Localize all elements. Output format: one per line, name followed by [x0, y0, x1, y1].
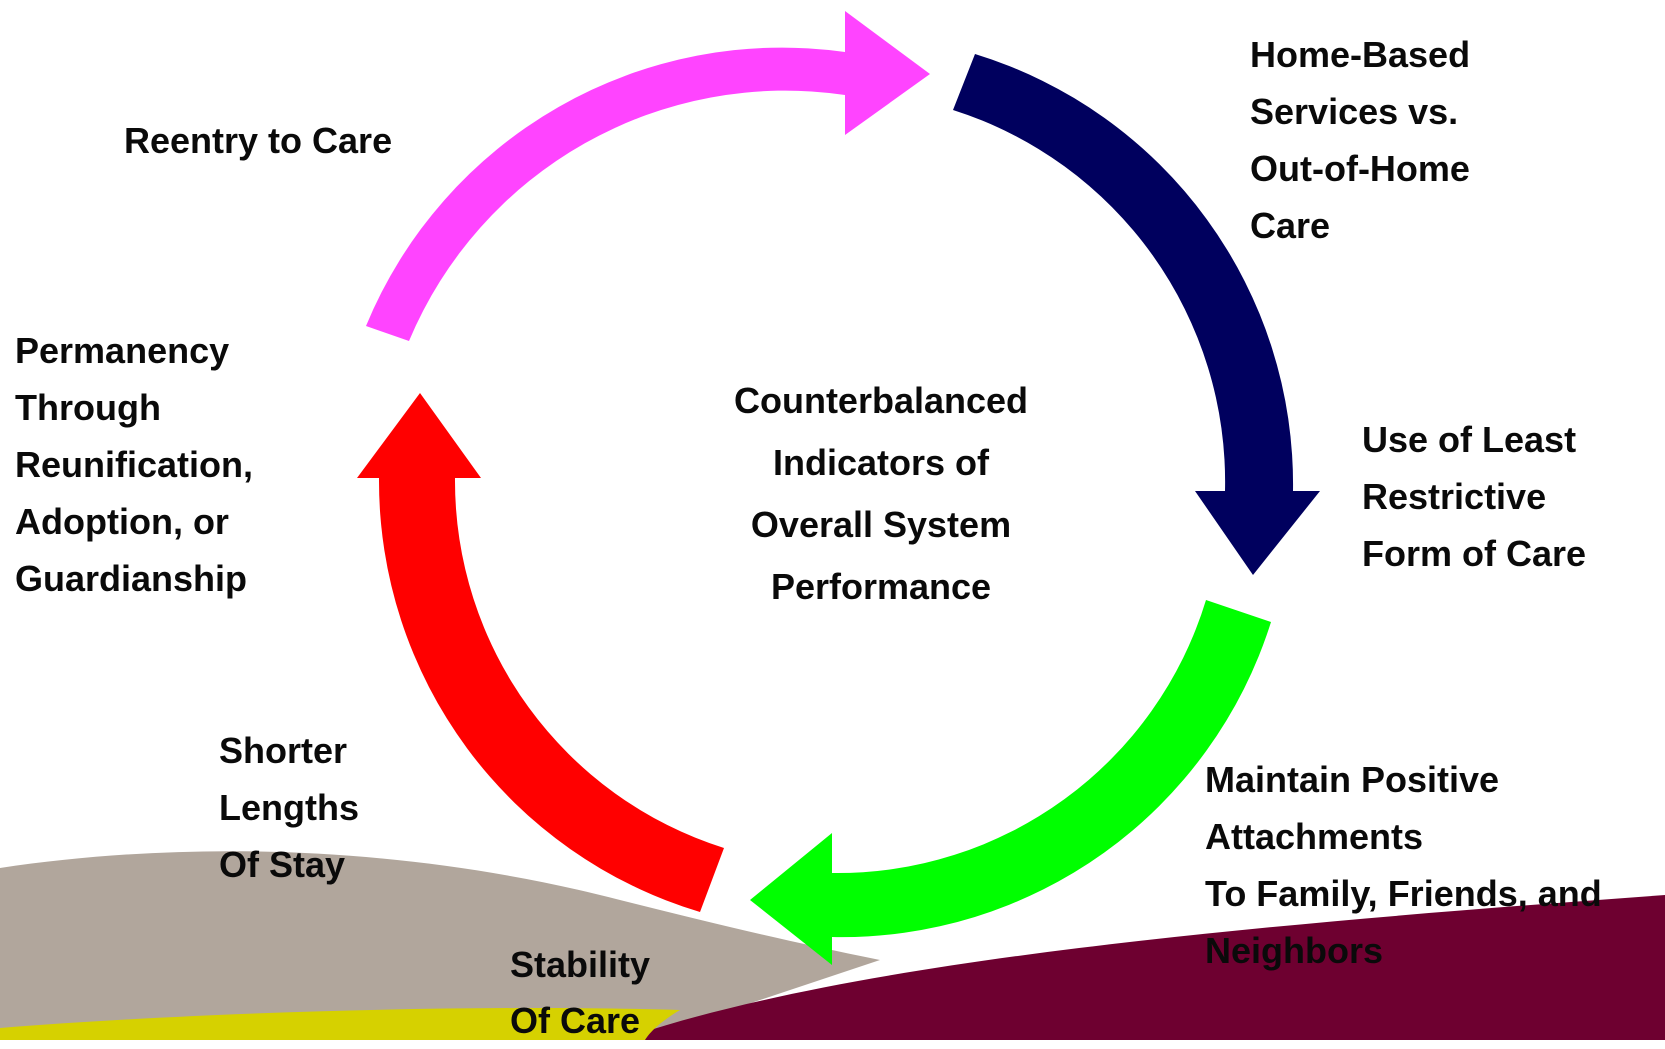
footer-wave-gray — [0, 851, 880, 1040]
label-line: Stability — [510, 944, 651, 985]
arrow-reentry-to-care — [366, 11, 930, 341]
label-home-based-services: Home-Based Services vs. Out-of-Home Care — [1250, 26, 1470, 254]
label-line: Use of Least — [1362, 419, 1577, 460]
label-shorter-lengths-of-stay: Shorter Lengths Of Stay — [219, 722, 359, 893]
arrow-home-based-services — [953, 54, 1320, 575]
label-stability-of-care: Stability Of Care — [510, 937, 650, 1049]
label-least-restrictive-care: Use of Least Restrictive Form of Care — [1362, 411, 1586, 582]
label-permanency: Permanency Through Reunification, Adopti… — [15, 322, 253, 607]
label-line: Services vs. — [1250, 91, 1459, 132]
label-line: Home-Based — [1250, 34, 1471, 75]
label-line: Guardianship — [15, 558, 248, 599]
center-title-line: Counterbalanced — [733, 380, 1029, 421]
label-line: Adoption, or — [15, 501, 229, 542]
label-line: Reunification, — [15, 444, 254, 485]
label-line: Maintain Positive — [1205, 759, 1500, 800]
label-line: Form of Care — [1362, 533, 1587, 574]
center-title-line: Performance — [770, 566, 992, 607]
arrow-maintain-attachments — [750, 600, 1271, 965]
footer-wave-maroon — [620, 895, 1665, 1040]
footer-wave-yellow — [0, 1008, 680, 1040]
label-line: Restrictive — [1362, 476, 1547, 517]
label-reentry-to-care: Reentry to Care — [124, 112, 392, 169]
center-title-line: Indicators of — [772, 442, 990, 483]
label-line: Of Stay — [219, 844, 346, 885]
arrow-shorter-lengths-of-stay — [357, 393, 724, 912]
label-line: Care — [1250, 205, 1331, 246]
label-line: Reentry to Care — [124, 120, 393, 161]
label-line: Shorter — [219, 730, 348, 771]
label-line: Permanency — [15, 330, 230, 371]
label-line: Of Care — [510, 1000, 641, 1041]
label-line: Lengths — [219, 787, 359, 828]
label-line: To Family, Friends, and — [1205, 873, 1602, 914]
label-line: Out-of-Home — [1250, 148, 1470, 189]
label-line: Through — [15, 387, 161, 428]
center-title: Counterbalanced Indicators of Overall Sy… — [681, 370, 1081, 618]
label-line: Neighbors — [1205, 930, 1384, 971]
label-line: Attachments — [1205, 816, 1424, 857]
label-maintain-attachments: Maintain Positive Attachments To Family,… — [1205, 751, 1602, 979]
center-title-line: Overall System — [750, 504, 1012, 545]
